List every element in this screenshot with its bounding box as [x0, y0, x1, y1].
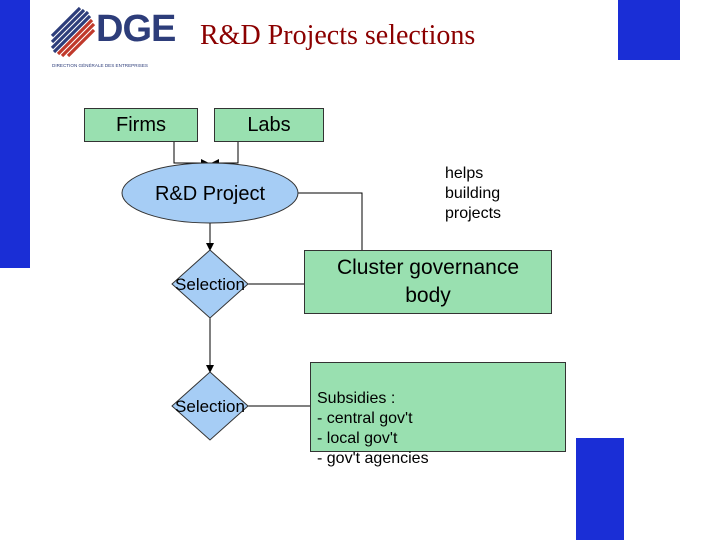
dge-logo: DGE DIRECTION GÉNÉRALE DES ENTREPRISES	[50, 6, 176, 72]
top-right-blue-bar	[618, 0, 680, 60]
cluster-to-project-line	[298, 192, 363, 250]
logo-subtitle: DIRECTION GÉNÉRALE DES ENTREPRISES	[52, 63, 148, 68]
labs-box: Labs	[214, 108, 324, 142]
selection-diamond-2	[171, 371, 249, 441]
project-label: R&D Project	[154, 182, 266, 205]
bottom-right-blue-bar	[576, 438, 624, 540]
selection-label-2: Selection	[175, 397, 245, 416]
firms-connector	[173, 142, 209, 167]
selection-diamond-1	[171, 249, 249, 319]
left-blue-bar	[0, 0, 30, 268]
firms-box: Firms	[84, 108, 198, 142]
firms-label: Firms	[116, 113, 166, 136]
subsidies-label: Subsidies : - central gov't - local gov'…	[317, 390, 429, 467]
subsidies-box: Subsidies : - central gov't - local gov'…	[310, 362, 566, 467]
cluster-label: Cluster governance body	[336, 256, 520, 307]
page-title: R&D Projects selections	[200, 20, 476, 51]
project-ellipse	[121, 162, 299, 224]
logo-stripes-icon	[50, 6, 96, 58]
labs-connector	[211, 142, 239, 167]
logo-text: DGE	[96, 8, 176, 50]
selection-label-1: Selection	[175, 275, 245, 294]
labs-label: Labs	[247, 113, 291, 136]
helps-text: helps building projects	[445, 165, 502, 222]
cluster-box: Cluster governance body	[304, 250, 552, 314]
